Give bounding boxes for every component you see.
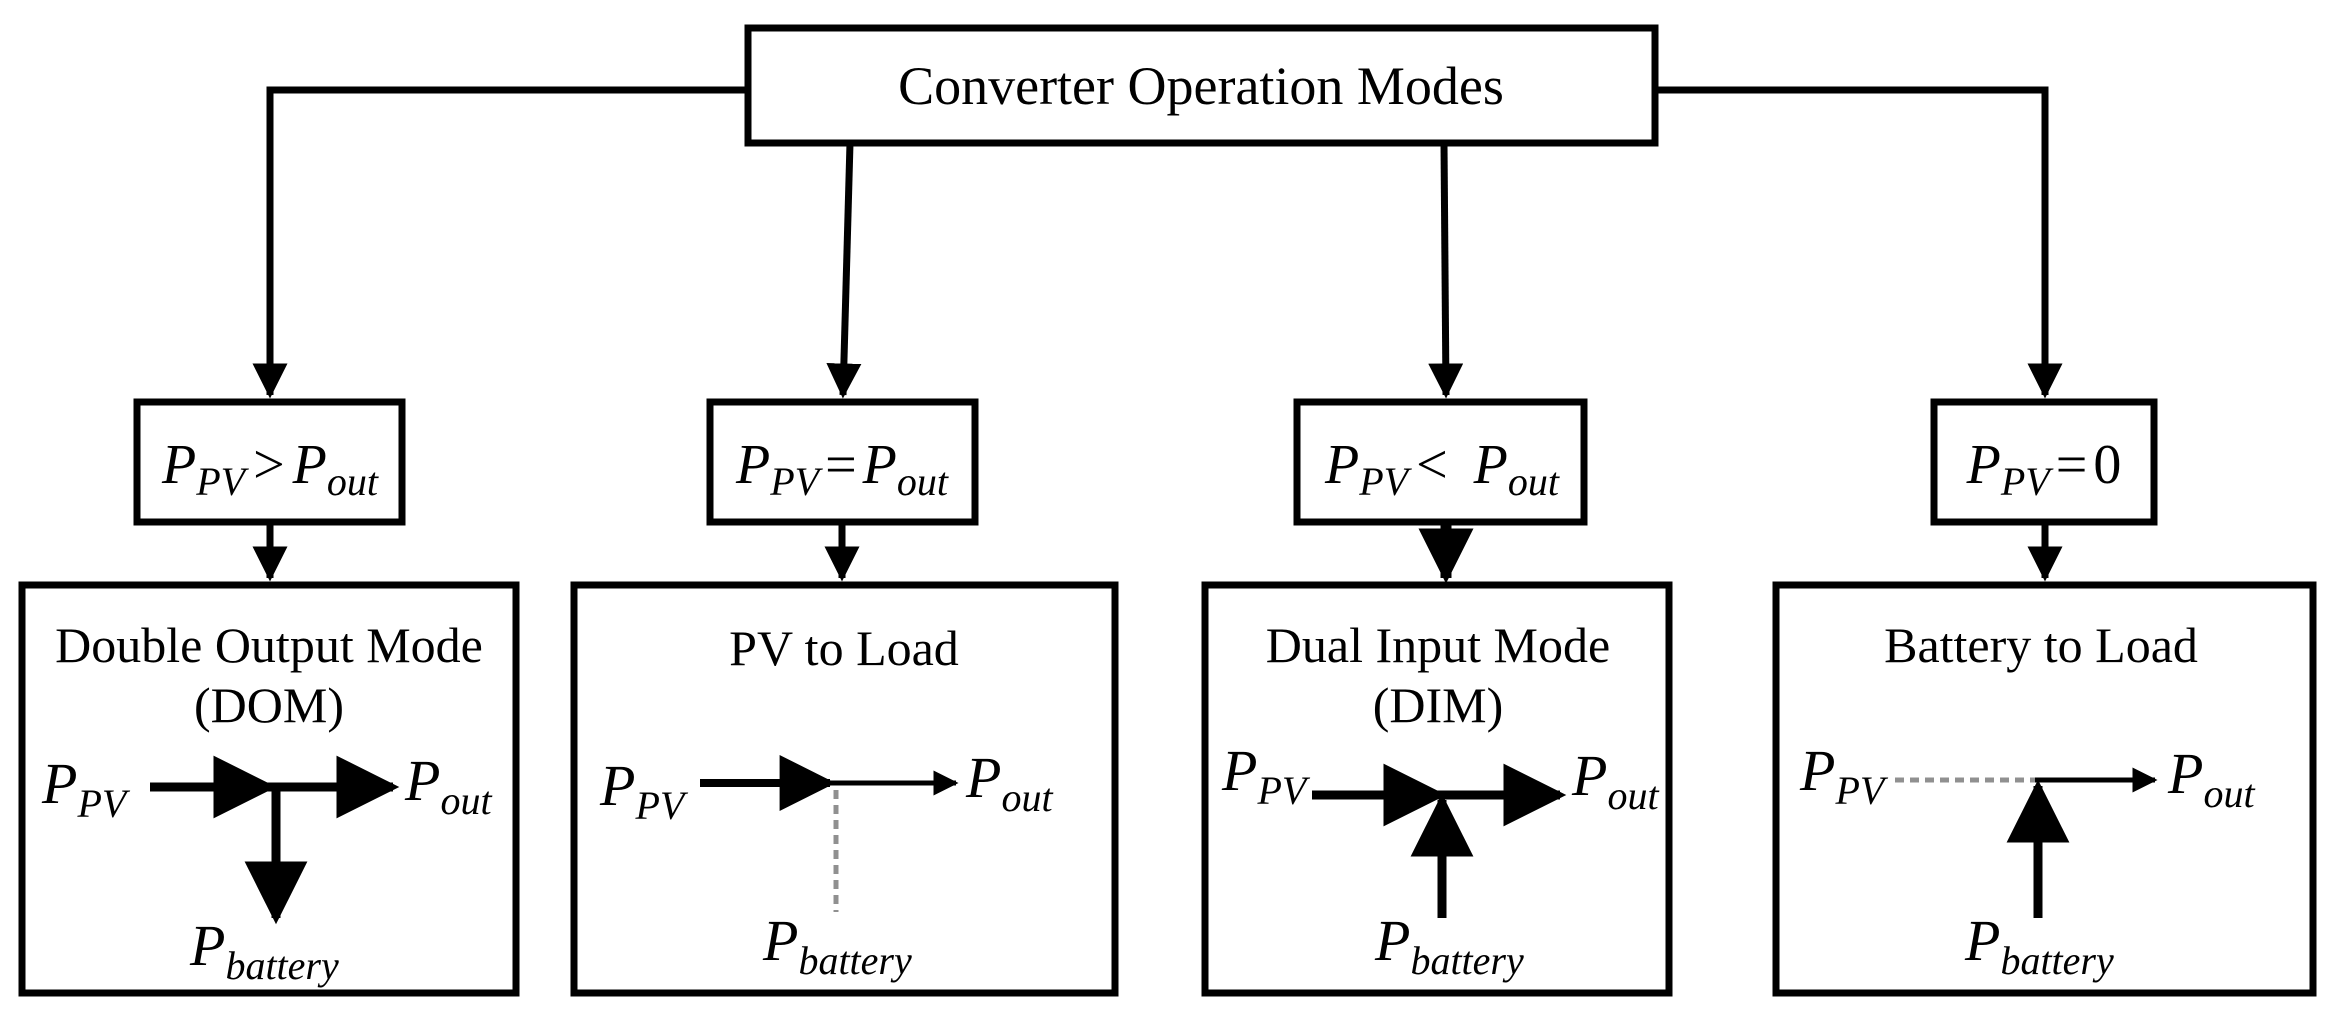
mode-2-condition: PPV=Pout bbox=[735, 434, 949, 504]
mode-4-condition-box bbox=[1930, 398, 2158, 526]
mode-4-ppv-label: PPV bbox=[1799, 738, 1889, 813]
mode-2-box bbox=[570, 581, 1119, 997]
mode-4-pout-label: Pout bbox=[2167, 741, 2255, 816]
mode-4-condition: PPV=0 bbox=[1966, 434, 2122, 504]
mode-3-group: PPV<Pout Dual Input Mode (DIM) PPV Pout … bbox=[1201, 398, 1673, 997]
title-connectors bbox=[252, 86, 2063, 399]
mode-3-ppv-label: PPV bbox=[1221, 738, 1311, 813]
mode-3-condition: PPV<Pout bbox=[1324, 434, 1560, 504]
mode-2-ppv-label: PPV bbox=[599, 753, 689, 828]
connector-to-mode-4 bbox=[1655, 86, 2063, 399]
connector-to-mode-2 bbox=[826, 142, 862, 399]
mode-2-pbattery-label: Pbattery bbox=[762, 908, 912, 983]
mode-3-pbattery-label: Pbattery bbox=[1374, 908, 1524, 983]
mode-1-group: PPV>Pout Double Output Mode (DOM) PPV Po… bbox=[18, 398, 520, 997]
mode-1-abbr: (DOM) bbox=[194, 677, 344, 733]
mode-3-abbr: (DIM) bbox=[1373, 677, 1504, 733]
mode-1-name: Double Output Mode bbox=[55, 617, 483, 673]
connector-to-mode-3 bbox=[1428, 142, 1464, 399]
mode-4-pbattery-label: Pbattery bbox=[1964, 908, 2114, 983]
mode-3-condition-box bbox=[1293, 398, 1588, 526]
mode-1-ppv-label: PPV bbox=[41, 751, 131, 826]
mode-4-group: PPV=0 Battery to Load PPV Pout Pbattery bbox=[1772, 398, 2317, 997]
connector-to-mode-1 bbox=[252, 86, 748, 399]
title-node: Converter Operation Modes bbox=[744, 24, 1659, 147]
mode-2-pout-label: Pout bbox=[965, 745, 1053, 820]
mode-4-name: Battery to Load bbox=[1884, 617, 2198, 673]
mode-3-pout-label: Pout bbox=[1571, 743, 1659, 818]
mode-1-pout-label: Pout bbox=[404, 748, 492, 823]
mode-1-pbattery-label: Pbattery bbox=[189, 913, 339, 988]
mode-3-name: Dual Input Mode bbox=[1266, 617, 1610, 673]
mode-2-name: PV to Load bbox=[729, 620, 959, 676]
mode-2-group: PPV=Pout PV to Load PPV Pout Pbattery bbox=[570, 398, 1119, 997]
title-label: Converter Operation Modes bbox=[898, 56, 1504, 116]
mode-1-condition: PPV>Pout bbox=[161, 434, 379, 504]
